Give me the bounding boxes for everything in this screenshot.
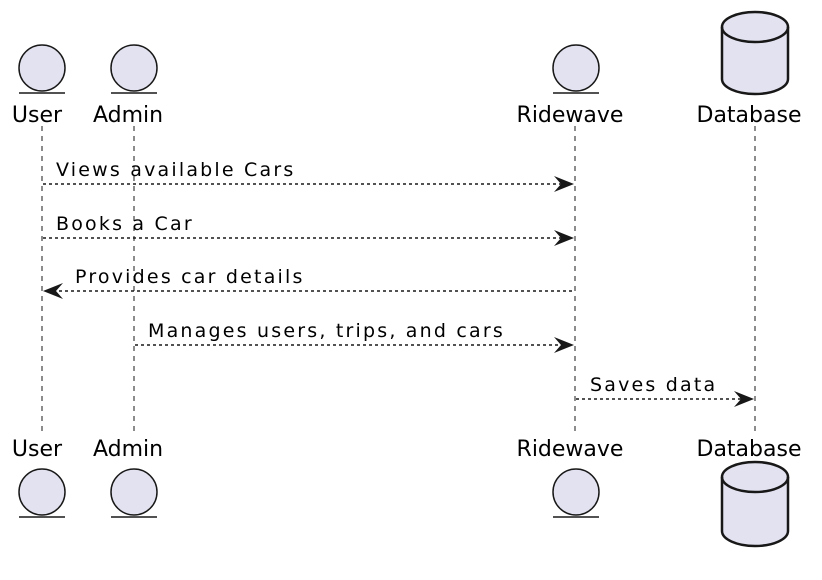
database-icon-rim [720, 26, 790, 44]
participant-label: User [12, 437, 63, 462]
participant-user-top: User [12, 44, 66, 128]
entity-icon [552, 468, 600, 516]
participant-database-top: Database [697, 10, 802, 128]
database-icon [720, 460, 790, 548]
message-label: Views available Cars [56, 159, 295, 181]
message-books-a-car: Books a Car [43, 213, 574, 246]
message-label: Saves data [590, 374, 717, 396]
message-label: Books a Car [56, 213, 194, 235]
participant-label: Admin [93, 103, 163, 128]
participant-label: Admin [93, 437, 163, 462]
message-saves-data: Saves data [576, 374, 754, 407]
participant-label: User [12, 103, 63, 128]
entity-icon [18, 468, 66, 516]
participant-ridewave-bottom: Ridewave [517, 437, 624, 518]
database-icon [720, 10, 790, 96]
message-label: Provides car details [75, 266, 305, 288]
participant-label: Ridewave [517, 103, 624, 128]
message-label: Manages users, trips, and cars [148, 320, 505, 342]
arrow-head-icon [554, 176, 574, 192]
arrow-head-icon [554, 337, 574, 353]
entity-icon [552, 44, 600, 92]
database-icon-rim [720, 476, 790, 494]
participant-user-bottom: User [12, 437, 66, 518]
arrow-head-icon [554, 230, 574, 246]
arrow-head-icon [43, 283, 63, 299]
participant-database-bottom: Database [697, 437, 802, 548]
message-views-available-cars: Views available Cars [43, 159, 574, 192]
message-manages-users-trips-cars: Manages users, trips, and cars [135, 320, 574, 353]
entity-icon [18, 44, 66, 92]
arrow-head-icon [734, 391, 754, 407]
participant-ridewave-top: Ridewave [517, 44, 624, 128]
participant-label: Database [697, 437, 802, 462]
entity-icon [110, 468, 158, 516]
participant-admin-bottom: Admin [93, 437, 163, 518]
participant-label: Ridewave [517, 437, 624, 462]
message-provides-car-details: Provides car details [43, 266, 574, 299]
participant-admin-top: Admin [93, 44, 163, 128]
participant-label: Database [697, 103, 802, 128]
entity-icon [110, 44, 158, 92]
